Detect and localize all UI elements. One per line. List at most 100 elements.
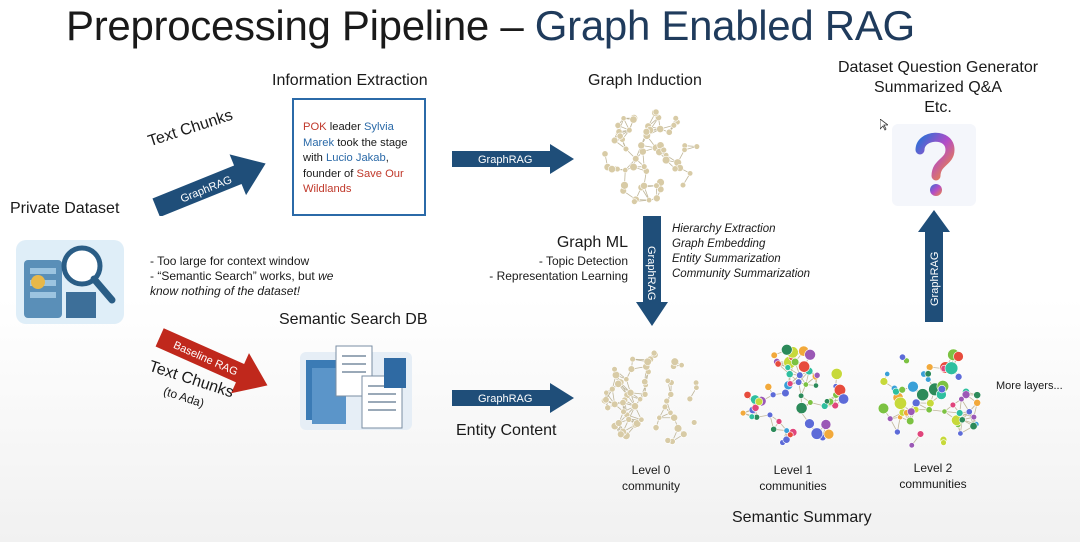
more-layers-label: More layers...: [996, 380, 1063, 392]
graph-node: [796, 371, 804, 379]
note-line-3: know nothing of the dataset!: [150, 284, 301, 298]
graph-node: [813, 371, 821, 379]
graph-node: [804, 349, 816, 361]
graph-node: [642, 128, 651, 136]
graph-node: [693, 143, 701, 150]
graph-node: [958, 396, 965, 403]
graph-node: [925, 376, 932, 383]
graph-node: [622, 167, 629, 174]
graphrag-up-arrow: GraphRAG: [918, 210, 950, 322]
graph-node: [877, 402, 890, 415]
graph-node: [631, 198, 638, 205]
graph-node: [807, 399, 814, 406]
graph-node: [661, 155, 671, 165]
graph-node: [679, 182, 687, 189]
graph-node: [611, 370, 621, 380]
graph-node: [673, 424, 683, 433]
graph-node: [617, 430, 625, 439]
graph-node: [781, 388, 790, 398]
graph-node: [625, 416, 633, 423]
graph-node: [603, 389, 610, 396]
graph-node: [615, 419, 623, 427]
graph-node: [802, 381, 809, 388]
level-1-communities-graph: [739, 343, 850, 446]
graph-node: [908, 442, 915, 449]
graph-node: [620, 408, 627, 415]
graph-node: [656, 125, 665, 133]
graph-node: [638, 416, 645, 423]
graphrag-down-arrow: GraphRAG: [636, 216, 668, 326]
graph-node: [665, 128, 673, 136]
graph-node: [953, 351, 964, 362]
graph-node: [969, 422, 978, 431]
graph-node: [941, 408, 948, 415]
graph-node: [622, 145, 630, 153]
graph-node: [661, 403, 669, 411]
graph-node: [824, 398, 831, 405]
graph-node: [626, 127, 633, 134]
graph-node: [681, 146, 688, 153]
graph-node: [686, 395, 694, 403]
graph-node: [798, 392, 805, 399]
graph-node: [924, 370, 932, 378]
graphrag-diagonal-arrow: GraphRAG: [152, 154, 266, 216]
graph-node: [798, 360, 811, 373]
graph-node: [949, 401, 957, 409]
baseline-rag-arrow: Baseline RAG: [155, 328, 268, 394]
semantic-search-db-label: Semantic Search DB: [279, 311, 428, 328]
graph-node: [693, 379, 700, 386]
graph-node: [611, 400, 619, 408]
graph-node: [838, 393, 850, 405]
graph-node: [795, 402, 808, 415]
graph-node: [653, 182, 660, 189]
graph-node: [925, 363, 934, 371]
graph-node: [629, 162, 638, 172]
graph-node: [911, 398, 921, 408]
graph-node: [823, 428, 835, 440]
graph-node: [632, 155, 640, 163]
graph-node: [667, 409, 674, 416]
note-line-1: - Too large for context window: [150, 254, 310, 268]
graph-ml-representation-learning: - Representation Learning: [489, 269, 628, 283]
graph-node: [764, 383, 773, 391]
graph-node: [657, 185, 665, 193]
graph-node: [687, 170, 694, 177]
graph-node: [954, 373, 963, 381]
graphrag-arrow-label-c: GraphRAG: [645, 246, 657, 300]
graph-node: [627, 365, 636, 373]
question-mark-icon: [892, 124, 976, 206]
graph-node: [739, 409, 747, 417]
graph-node: [609, 385, 616, 393]
dataset-notes: - Too large for context window - “Semant…: [150, 254, 333, 299]
graph-node: [898, 386, 906, 394]
graph-node: [611, 366, 618, 373]
graph-node: [906, 416, 915, 426]
task-entity-summarization: Entity Summarization: [672, 253, 781, 265]
graph-node: [787, 431, 794, 438]
title-accent: Graph Enabled RAG: [534, 2, 915, 49]
graphrag-arrow-label-d: GraphRAG: [478, 393, 532, 405]
graph-node: [640, 163, 648, 170]
graph-node: [620, 115, 627, 122]
graph-node: [751, 403, 760, 412]
graph-node: [656, 414, 663, 421]
task-hierarchy-extraction: Hierarchy Extraction: [672, 223, 776, 235]
graph-node: [899, 353, 906, 361]
graph-node: [786, 380, 794, 387]
graph-node: [650, 349, 658, 357]
graph-node: [958, 416, 966, 424]
graph-node: [879, 377, 889, 386]
graph-node: [616, 132, 624, 140]
graph-node: [970, 413, 978, 421]
graph-node: [774, 360, 782, 368]
graph-node: [961, 390, 971, 399]
graphrag-arrow-label-b: GraphRAG: [478, 154, 532, 166]
semantic-summary-label: Semantic Summary: [732, 509, 872, 526]
graph-node: [775, 418, 783, 425]
graph-node: [619, 399, 627, 407]
graph-node: [790, 357, 800, 367]
graph-node: [770, 425, 778, 433]
graph-node: [965, 408, 973, 416]
